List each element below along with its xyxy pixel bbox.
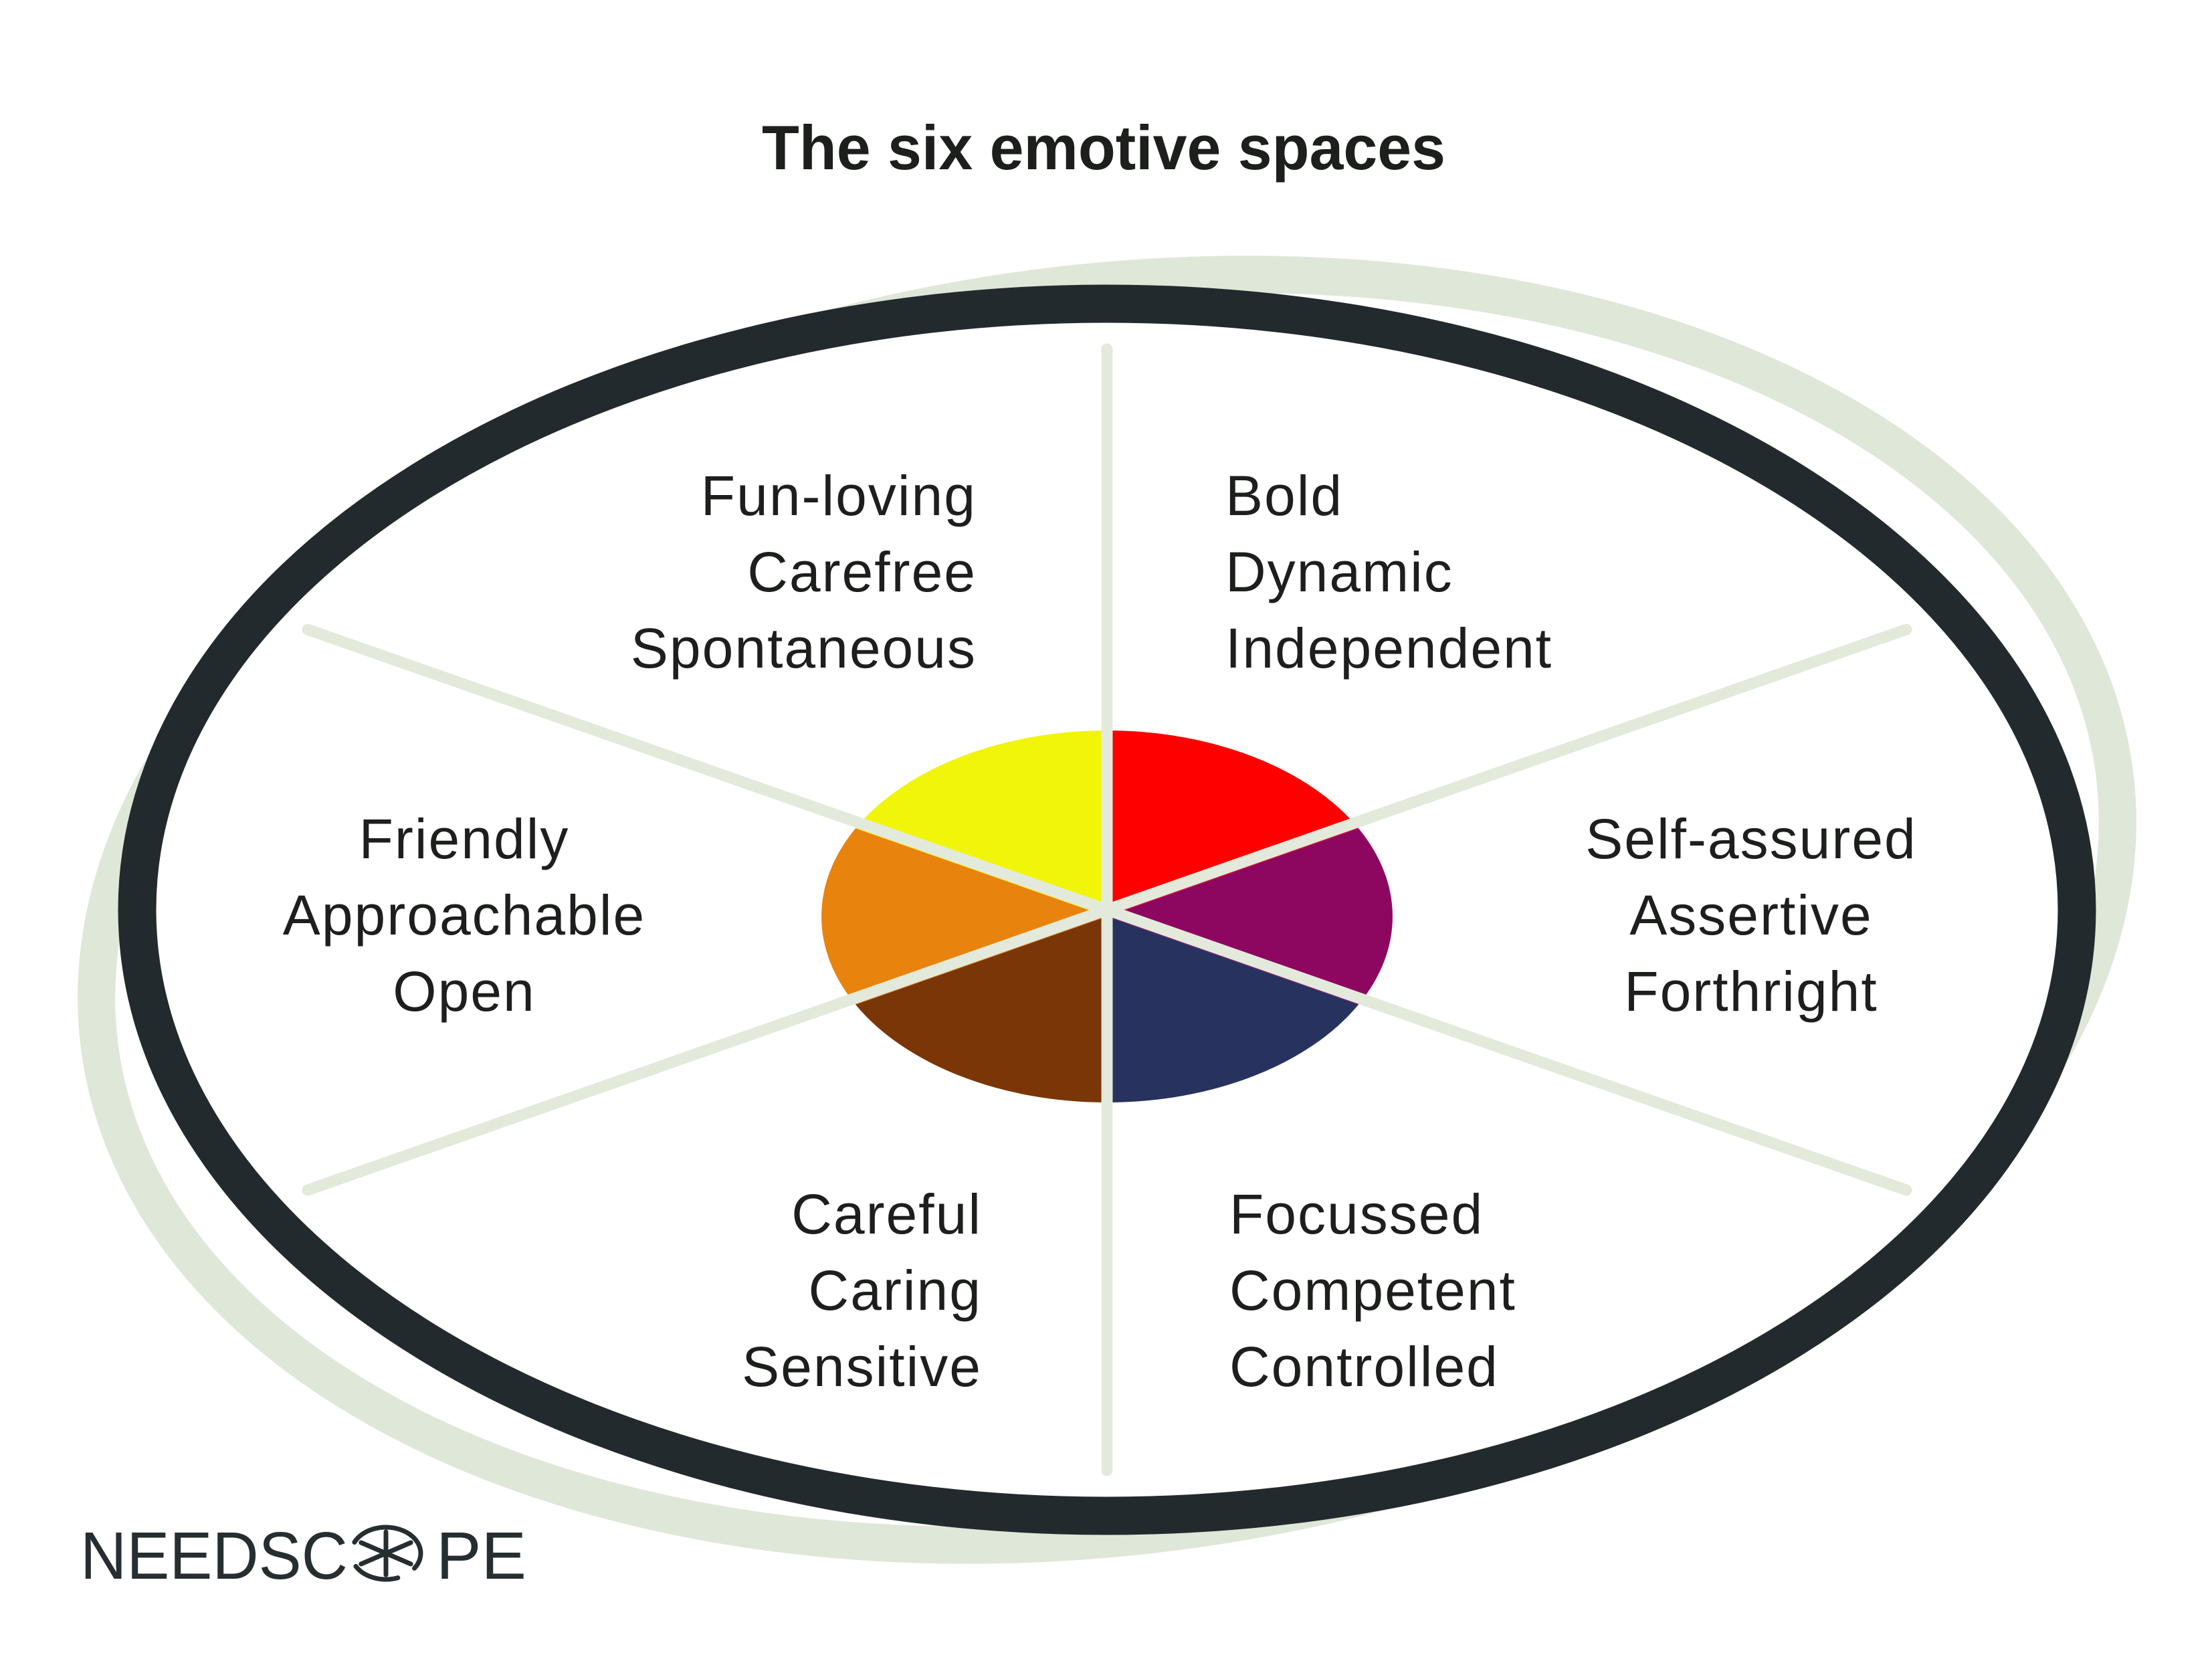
segment-label-line: Carefree	[747, 541, 977, 603]
needscope-wheel-icon	[352, 1525, 423, 1582]
segment-label-line: Spontaneous	[631, 617, 977, 680]
segment-label-line: Careful	[791, 1183, 982, 1246]
logo-word-end: PE	[436, 1519, 526, 1593]
pie-slice-bold	[1107, 730, 1359, 916]
logo-icon-spoke-falling	[359, 1540, 413, 1567]
segment-label-line: Competent	[1229, 1259, 1516, 1322]
segment-label-line: Sensitive	[742, 1335, 982, 1398]
segment-label-line: Forthright	[1624, 960, 1878, 1023]
center-pie	[821, 730, 1393, 1102]
pie-slice-focussed	[1107, 916, 1359, 1102]
pie-slice-fun-loving	[856, 730, 1107, 916]
segment-label-line: Open	[393, 960, 536, 1023]
segment-label-line: Fun-loving	[701, 464, 977, 527]
logo-word-start: NEEDSC	[80, 1519, 348, 1593]
segment-label-line: Dynamic	[1225, 541, 1453, 603]
pie-slice-careful	[856, 916, 1107, 1102]
segment-label-line: Caring	[809, 1259, 982, 1322]
segment-label-line: Controlled	[1229, 1335, 1499, 1398]
segment-label-line: Assertive	[1629, 884, 1872, 947]
segment-label-line: Approachable	[283, 884, 645, 947]
pie-slice-self-assured	[1107, 828, 1393, 1005]
segment-label-bold: Bold Dynamic Independent	[1225, 464, 1552, 680]
logo-icon-bottom-arc	[353, 1564, 401, 1582]
needscope-logo: NEEDSC PE	[80, 1519, 526, 1593]
segment-label-line: Friendly	[359, 807, 570, 870]
pie-slice-friendly	[821, 828, 1107, 1005]
segment-label-careful: Careful Caring Sensitive	[742, 1183, 982, 1398]
divider-lines	[302, 343, 1912, 1476]
segment-label-fun-loving: Fun-loving Carefree Spontaneous	[631, 464, 977, 680]
segment-label-focussed: Focussed Competent Controlled	[1229, 1183, 1516, 1398]
segment-label-line: Focussed	[1229, 1183, 1484, 1246]
segment-label-friendly: Friendly Approachable Open	[283, 807, 645, 1023]
page-title: The six emotive spaces	[762, 112, 1445, 183]
segment-label-line: Independent	[1225, 617, 1552, 680]
segment-label-line: Bold	[1225, 464, 1343, 527]
logo-icon-top-arc	[352, 1525, 423, 1571]
segment-label-self-assured: Self-assured Assertive Forthright	[1585, 807, 1917, 1023]
divider-line-falling	[302, 623, 1912, 1196]
segment-label-line: Self-assured	[1585, 807, 1917, 870]
